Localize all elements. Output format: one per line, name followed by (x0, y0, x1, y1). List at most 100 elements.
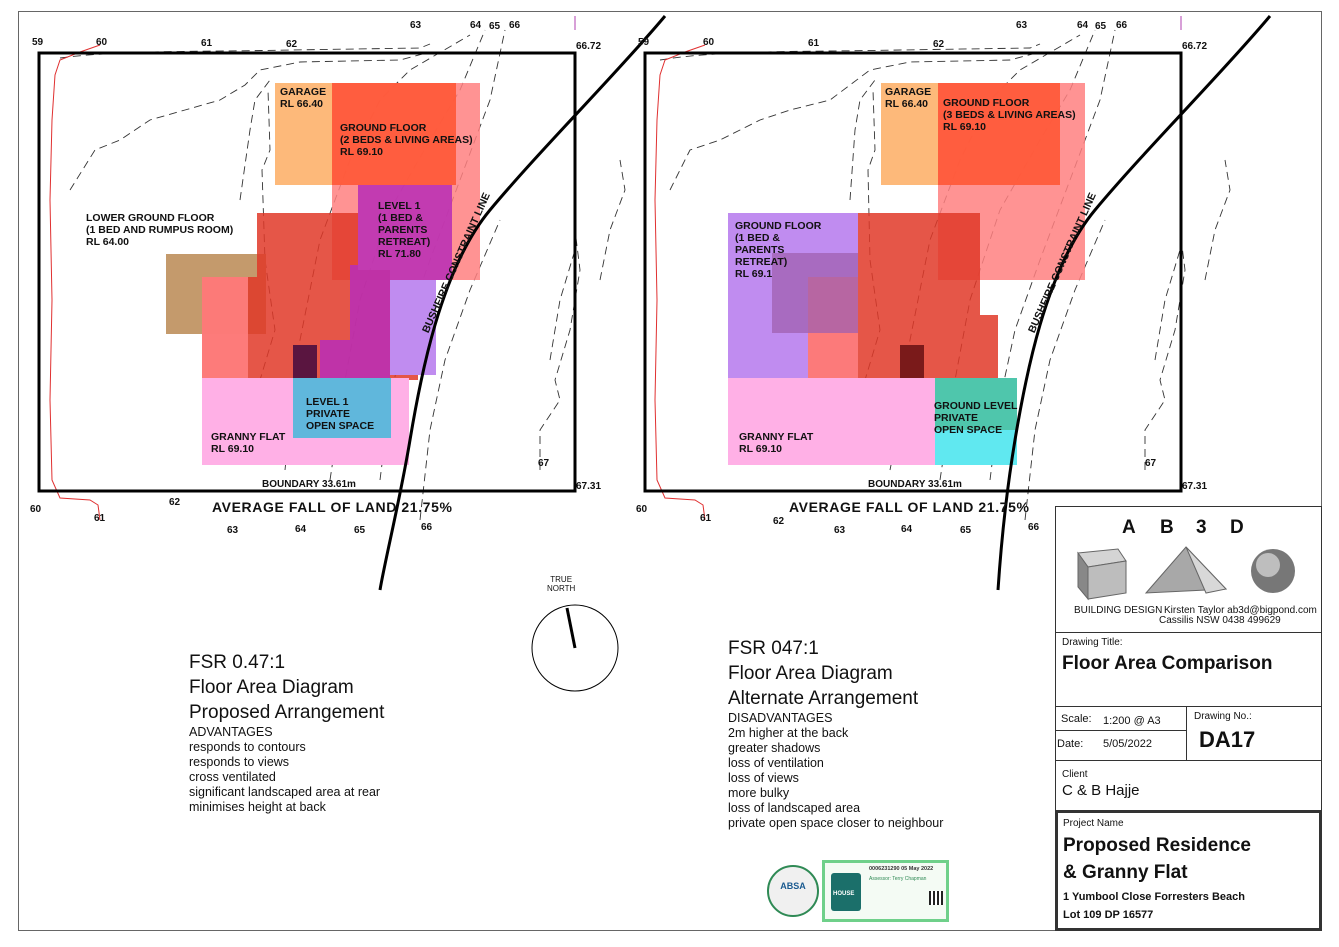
assessor-name: Assessor: Terry Chapman (869, 876, 927, 882)
contour-label: 62 (169, 497, 181, 508)
drawing-number: DA17 (1199, 727, 1256, 752)
scale-label: Scale: (1061, 713, 1092, 725)
client-cell: Client C & B Hajje (1055, 760, 1322, 810)
project-label: Project Name (1063, 818, 1124, 829)
list-item: cross ventilated (189, 770, 276, 784)
drawing-title-label: Drawing Title: (1062, 637, 1123, 648)
contour-label: 61 (808, 38, 820, 49)
project-lot: Lot 109 DP 16577 (1063, 909, 1154, 921)
boundary-label: BOUNDARY 33.61m (868, 479, 962, 490)
fsr-label: FSR 0.47:1 (189, 652, 286, 673)
list-item: private open space closer to neighbour (728, 816, 944, 830)
contour-label: 66 (1116, 20, 1128, 31)
contour-label: 61 (700, 513, 712, 524)
list-item: responds to views (189, 755, 290, 769)
contour-label: 66 (509, 20, 521, 31)
diagram-title: Floor Area Diagram (189, 677, 354, 698)
list-item: greater shadows (728, 741, 821, 755)
contour-label: 61 (94, 513, 106, 524)
contour-label: 64 (295, 524, 307, 535)
list-item: loss of ventilation (728, 756, 824, 770)
logo-letter: 3 (1196, 517, 1207, 538)
project-cell: Project Name Proposed Residence & Granny… (1055, 810, 1322, 931)
room-label-garage: GARAGE RL 66.40 (885, 86, 932, 110)
scale-value: 1:200 @ A3 (1103, 715, 1161, 727)
logo-letter: A (1122, 517, 1136, 538)
contour-label: 67.31 (576, 481, 602, 492)
contour-label: 66.72 (1182, 41, 1208, 52)
contour-label: 67.31 (1182, 481, 1208, 492)
contour-label: 60 (703, 37, 715, 48)
contour-label: 62 (773, 516, 785, 527)
room-label-ground-floor-left: GROUND FLOOR (1 BED & PARENTS RETREAT) R… (735, 220, 822, 280)
list-item: minimises height at back (189, 800, 326, 814)
company-name: BUILDING DESIGN (1074, 605, 1163, 616)
advantages-heading: ADVANTAGES (189, 725, 273, 739)
contour-label: 64 (1077, 20, 1089, 31)
project-name-line2: & Granny Flat (1063, 862, 1188, 883)
drawing-number-cell: Drawing No.: DA17 (1187, 706, 1322, 760)
list-item: 2m higher at the back (728, 726, 849, 740)
certificate-id: 0006231290 05 May 2022 (869, 866, 934, 872)
client-name: C & B Hajje (1062, 782, 1140, 799)
room-label-ground-floor: GROUND FLOOR (3 BEDS & LIVING AREAS) RL … (943, 97, 1076, 133)
contour-label: 67 (538, 458, 550, 469)
room-label-private-open-space: GROUND LEVEL PRIVATE OPEN SPACE (934, 400, 1018, 436)
contour-label: 66.72 (576, 41, 602, 52)
contour-label: 67 (1145, 458, 1157, 469)
contour-label: 60 (636, 504, 648, 515)
scale-date-cell: Scale: 1:200 @ A3 Date: 5/05/2022 (1055, 706, 1187, 760)
contour-label: 66 (421, 522, 433, 533)
fall-of-land-label: AVERAGE FALL OF LAND 21.75% (212, 499, 453, 515)
contour-label: 59 (638, 37, 650, 48)
drawing-title-cell: Drawing Title: Floor Area Comparison (1055, 632, 1322, 706)
contour-label: 66 (1028, 522, 1040, 533)
left-plan (37, 15, 667, 591)
logo-shapes (1077, 546, 1295, 601)
fall-of-land-label: AVERAGE FALL OF LAND 21.75% (789, 499, 1030, 515)
contour-label: 63 (1016, 20, 1028, 31)
absa-badge: ABSA (767, 865, 819, 917)
list-item: loss of landscaped area (728, 801, 861, 815)
project-address: 1 Yumbool Close Forresters Beach (1063, 891, 1245, 903)
arrangement-title: Proposed Arrangement (189, 702, 385, 723)
drawing-title: Floor Area Comparison (1062, 653, 1273, 674)
contour-label: 59 (32, 37, 44, 48)
logo-letter: D (1230, 517, 1244, 538)
drawing-number-label: Drawing No.: (1194, 711, 1252, 722)
room-label-garage: GARAGE RL 66.40 (280, 86, 327, 110)
list-item: significant landscaped area at rear (189, 785, 381, 799)
disadvantages-heading: DISADVANTAGES (728, 711, 833, 725)
room-label-level1: LEVEL 1 (1 BED & PARENTS RETREAT) RL 71.… (378, 200, 431, 260)
contour-label: 65 (960, 525, 972, 536)
room-label-granny-flat: GRANNY FLAT RL 69.10 (739, 431, 814, 455)
list-item: more bulky (728, 786, 790, 800)
contour-label: 62 (933, 39, 945, 50)
contour-label: 60 (96, 37, 108, 48)
contour-label: 63 (227, 525, 239, 536)
date-value: 5/05/2022 (1103, 738, 1152, 750)
qr-code (929, 891, 943, 905)
contour-label: 63 (834, 525, 846, 536)
list-item: loss of views (728, 771, 799, 785)
true-north-label: TRUE NORTH (547, 575, 576, 593)
contour-label: 61 (201, 38, 213, 49)
room-label-granny-flat: GRANNY FLAT RL 69.10 (211, 431, 286, 455)
room-label-private-open-space: LEVEL 1 PRIVATE OPEN SPACE (306, 396, 375, 432)
scale-date-divider (1055, 730, 1187, 731)
fsr-label: FSR 047:1 (728, 638, 819, 659)
room-label-ground-floor: GROUND FLOOR (2 BEDS & LIVING AREAS) RL … (340, 122, 473, 158)
north-arrow (531, 604, 619, 692)
contour-label: 60 (30, 504, 42, 515)
logo-cell: A B 3 D BUILDING DESIGN Kirsten Taylor a… (1055, 506, 1322, 632)
house-logo (831, 873, 861, 911)
designer-contact: Kirsten Taylor ab3d@bigpond.com (1164, 605, 1317, 616)
designer-location: Cassilis NSW 0438 499629 (1159, 615, 1281, 626)
contour-label: 65 (489, 21, 501, 32)
arrangement-title: Alternate Arrangement (728, 688, 919, 709)
date-label: Date: (1057, 738, 1084, 750)
room-label-lower-ground: LOWER GROUND FLOOR (1 BED AND RUMPUS ROO… (86, 212, 234, 248)
absa-badge-text: ABSA (780, 881, 806, 891)
contour-label: 65 (354, 525, 366, 536)
